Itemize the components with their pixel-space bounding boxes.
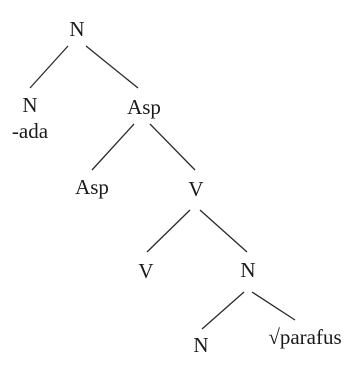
edge-root-left bbox=[29, 45, 69, 89]
edge-root-right bbox=[85, 45, 139, 89]
edge-n-left bbox=[201, 291, 245, 330]
node-n-bottom: N bbox=[193, 333, 208, 357]
edge-asp-left bbox=[91, 123, 135, 171]
edge-v-left bbox=[146, 209, 191, 253]
node-n-mid: N bbox=[240, 258, 255, 282]
node-root-parafus: √parafus bbox=[268, 325, 341, 349]
node-root-n: N bbox=[69, 17, 84, 41]
node-v-left: V bbox=[138, 259, 153, 283]
node-asp-left: Asp bbox=[75, 175, 109, 199]
edge-n-right bbox=[251, 291, 296, 321]
node-n-left: N bbox=[22, 93, 37, 117]
node-n-left-sub: -ada bbox=[12, 119, 49, 143]
node-v: V bbox=[188, 177, 203, 201]
edge-asp-right bbox=[149, 123, 196, 171]
edge-v-right bbox=[199, 209, 248, 253]
node-asp: Asp bbox=[127, 95, 161, 119]
